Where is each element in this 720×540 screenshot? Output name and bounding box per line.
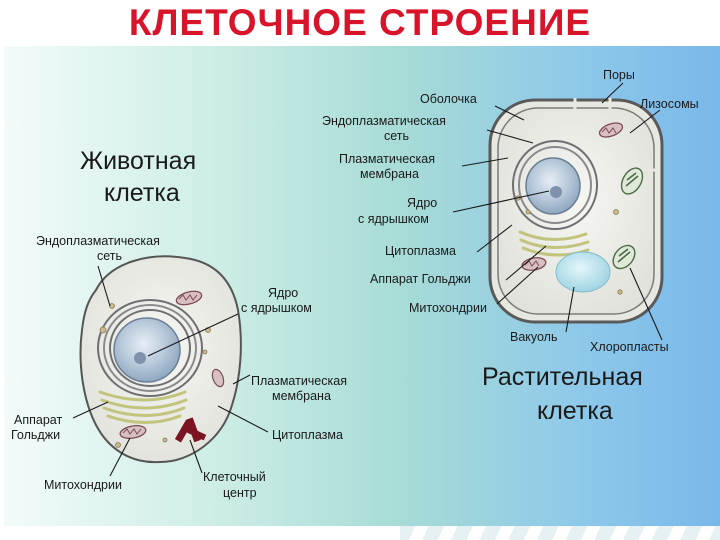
- plant-label-lysosomes: Лизосомы: [640, 97, 699, 112]
- plant-label-golgi: Аппарат Гольджи: [370, 272, 471, 287]
- plant-label-mitochondria: Митохондрии: [409, 301, 487, 316]
- animal-label-nucleus-1: Ядро: [268, 286, 298, 301]
- plant-heading-line2: клетка: [537, 398, 613, 425]
- plant-label-nucleus-1: Ядро: [407, 196, 437, 211]
- plant-label-membrane-2: мембрана: [360, 167, 419, 182]
- animal-label-centrosome-2: центр: [223, 486, 257, 501]
- animal-label-er-1: Эндоплазматическая: [36, 234, 160, 249]
- plant-label-wall: Оболочка: [420, 92, 477, 107]
- plant-label-pores: Поры: [603, 68, 635, 83]
- animal-label-membrane-1: Плазматическая: [251, 374, 347, 389]
- animal-label-golgi-1: Аппарат: [14, 413, 62, 428]
- vacuole: [556, 252, 610, 292]
- plant-heading-line1: Растительная: [482, 364, 643, 391]
- animal-label-golgi-2: Гольджи: [11, 428, 60, 443]
- plant-nucleolus: [550, 186, 562, 198]
- animal-label-mitochondria: Митохондрии: [44, 478, 122, 493]
- animal-nucleus: [114, 318, 180, 382]
- plant-label-cytoplasm: Цитоплазма: [385, 244, 456, 259]
- animal-label-cytoplasm: Цитоплазма: [272, 428, 343, 443]
- animal-label-membrane-2: мембрана: [272, 389, 331, 404]
- animal-heading-line1: Животная: [80, 148, 196, 175]
- plant-nucleus: [526, 158, 580, 214]
- animal-label-centrosome-1: Клеточный: [203, 470, 266, 485]
- plant-label-vacuole: Вакуоль: [510, 330, 557, 345]
- animal-label-nucleus-2: с ядрышком: [241, 301, 312, 316]
- plant-label-nucleus-2: с ядрышком: [358, 212, 429, 227]
- plant-label-er-1: Эндоплазматическая: [322, 114, 446, 129]
- plant-label-er-2: сеть: [384, 129, 409, 144]
- animal-heading-line2: клетка: [104, 180, 180, 207]
- animal-label-er-2: сеть: [97, 249, 122, 264]
- plant-label-membrane-1: Плазматическая: [339, 152, 435, 167]
- animal-nucleolus: [134, 352, 146, 364]
- plant-cell: [490, 98, 662, 322]
- plant-label-chloroplasts: Хлоропласты: [590, 340, 669, 355]
